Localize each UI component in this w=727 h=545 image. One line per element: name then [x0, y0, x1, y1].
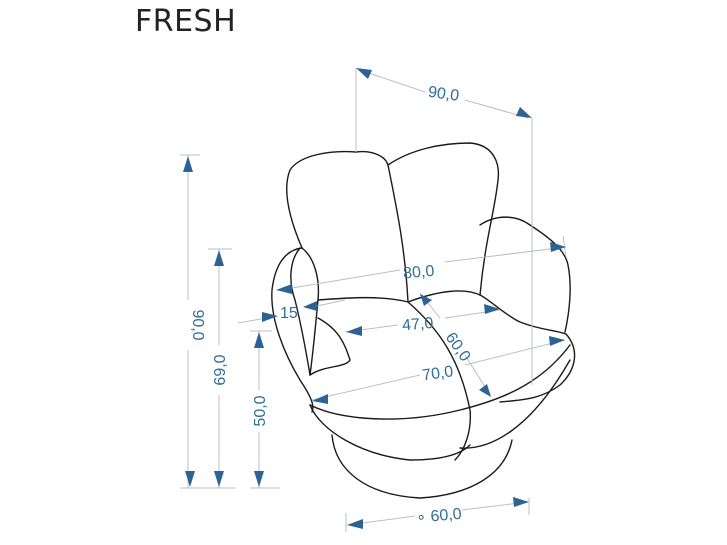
product-title: FRESH [135, 4, 237, 39]
seat-width-label: 47,0 [402, 315, 435, 335]
seat-front-width-label: 70,0 [421, 363, 454, 384]
armrest-width-label: 15 [280, 305, 298, 322]
base-diameter-label: ∘ 60,0 [415, 506, 462, 527]
width-total-label: 80,0 [403, 263, 436, 283]
depth-total-label: 90,0 [427, 84, 460, 105]
armrest-height-label: 69,0 [212, 354, 229, 385]
height-total-label: 90,0 [189, 309, 206, 340]
seat-height-label: 50,0 [252, 395, 269, 426]
dimension-lines [180, 68, 567, 532]
